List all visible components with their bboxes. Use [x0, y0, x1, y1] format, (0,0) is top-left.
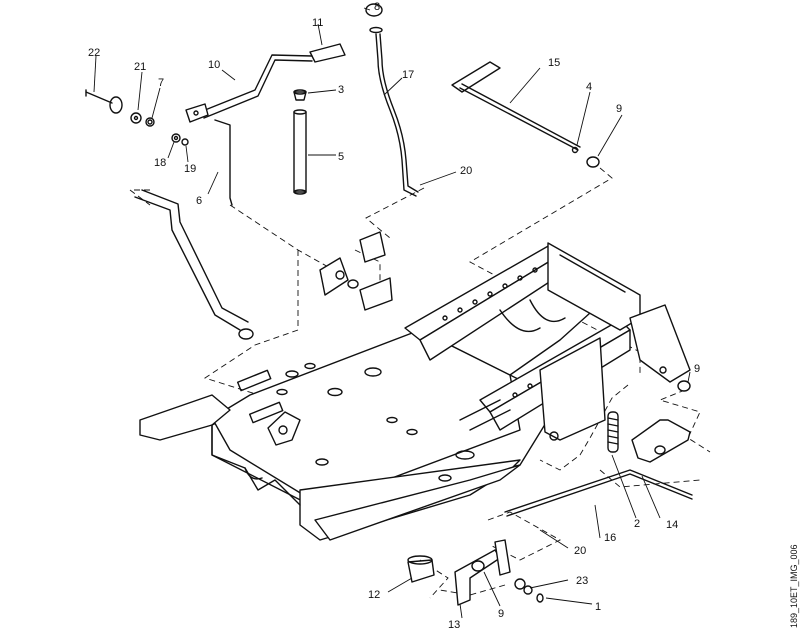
callout-8: 8 [374, 1, 380, 13]
part-5-tube [293, 109, 307, 195]
callout-6: 6 [196, 195, 202, 207]
part-18-washer [171, 133, 181, 143]
part-9-bushing-bottom [471, 560, 485, 572]
part-12-cap [407, 555, 435, 583]
callout-13: 13 [448, 619, 460, 631]
callout-16: 16 [604, 532, 616, 544]
part-9-bushing-top [586, 156, 600, 168]
callout-9-right: 9 [694, 363, 700, 375]
callout-9-bottom: 9 [498, 608, 504, 620]
part-7-nut [145, 117, 155, 127]
part-22-bolt [85, 89, 123, 114]
part-1-clip [536, 593, 544, 603]
part-8-knob [365, 3, 383, 34]
part-17-shift-rod [375, 33, 419, 197]
part-14-bracket [631, 419, 691, 463]
callout-1: 1 [595, 601, 601, 613]
linkage-arm [134, 189, 254, 340]
callout-19: 19 [184, 163, 196, 175]
callout-17: 17 [402, 69, 414, 81]
leader-lines [93, 7, 691, 619]
callout-11: 11 [312, 17, 323, 29]
callout-9-top: 9 [616, 103, 622, 115]
upper-pivot-bracket [319, 231, 393, 311]
part-3-cap [293, 89, 307, 101]
callout-20-top: 20 [460, 165, 472, 177]
image-code-label: 189_10ET_IMG_006 [789, 544, 799, 628]
part-9-bushing-right [677, 380, 691, 392]
part-6-rod [214, 119, 233, 206]
callout-15: 15 [548, 57, 560, 69]
callout-22: 22 [88, 47, 100, 59]
callout-23: 23 [576, 575, 588, 587]
callout-3: 3 [338, 84, 344, 96]
callout-12: 12 [368, 589, 380, 601]
part-16-rod [504, 469, 693, 517]
part-13-bracket [454, 539, 511, 606]
part-10-lever [185, 54, 313, 123]
callout-18: 18 [154, 157, 166, 169]
callout-20-bottom: 20 [574, 545, 586, 557]
callout-14: 14 [666, 519, 678, 531]
part-15-rod [451, 61, 581, 151]
part-11-handle-grip [309, 43, 346, 63]
callout-7: 7 [158, 77, 164, 89]
part-23-washer [514, 578, 533, 595]
callout-4: 4 [586, 81, 592, 93]
callout-10: 10 [208, 59, 220, 71]
callout-labels: 1 2 3 4 5 6 7 8 9 9 9 10 11 12 13 14 15 … [88, 1, 700, 631]
part-2-spring [607, 411, 619, 453]
callout-21: 21 [134, 61, 146, 73]
callout-5: 5 [338, 151, 344, 163]
part-4-clip [571, 146, 579, 154]
callout-2: 2 [634, 518, 640, 530]
part-19-pin [181, 138, 189, 146]
part-21-washer [130, 112, 142, 124]
chassis-frame [139, 242, 691, 541]
